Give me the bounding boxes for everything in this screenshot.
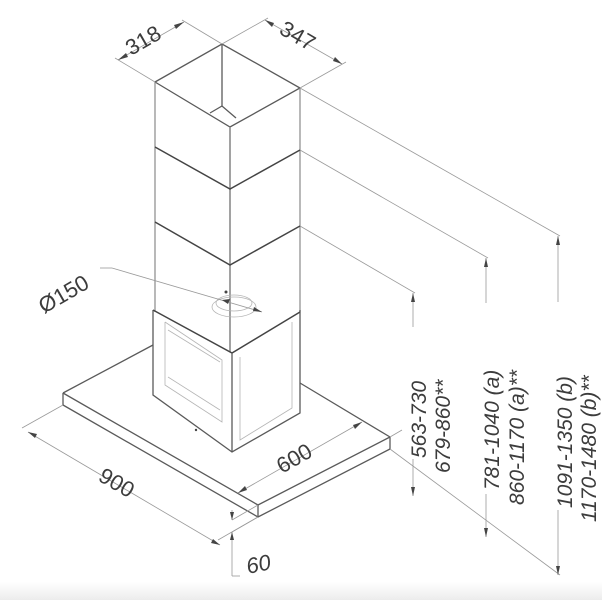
bottom-fade xyxy=(0,582,602,600)
dimension-chimney-depth: 347 xyxy=(221,16,347,89)
dim-height-mid-line2: 860-1170 (a)** xyxy=(506,369,529,505)
dimension-height-min: 563-730 679-860** xyxy=(408,293,455,496)
chimney-upper xyxy=(154,43,302,352)
dim-347-label: 347 xyxy=(276,16,320,56)
dim-height-min-line2: 679-860** xyxy=(432,379,455,473)
dim-900-label: 900 xyxy=(95,463,139,503)
dim-height-max-line2: 1170-1480 (b)** xyxy=(578,374,601,522)
dimension-chimney-width: 318 xyxy=(114,19,223,83)
dimension-hood-width: 900 xyxy=(21,404,259,546)
dimension-hood-thickness: 60 xyxy=(230,504,274,579)
dim-60-label: 60 xyxy=(244,549,274,579)
dim-150-label: Ø150 xyxy=(34,270,93,319)
dim-height-min-line1: 563-730 xyxy=(408,381,431,458)
dimension-height-mid: 781-1040 (a) 860-1170 (a)** xyxy=(481,258,529,537)
dimension-hood-depth: 600 xyxy=(237,421,403,494)
dimension-height-max: 1091-1350 (b) 1170-1480 (b)** xyxy=(554,236,601,575)
height-extension-lines xyxy=(299,87,561,576)
motor-housing xyxy=(152,290,301,453)
dim-600-label: 600 xyxy=(272,438,316,478)
dim-height-max-line1: 1091-1350 (b) xyxy=(554,376,577,508)
dim-height-mid-line1: 781-1040 (a) xyxy=(481,370,504,490)
